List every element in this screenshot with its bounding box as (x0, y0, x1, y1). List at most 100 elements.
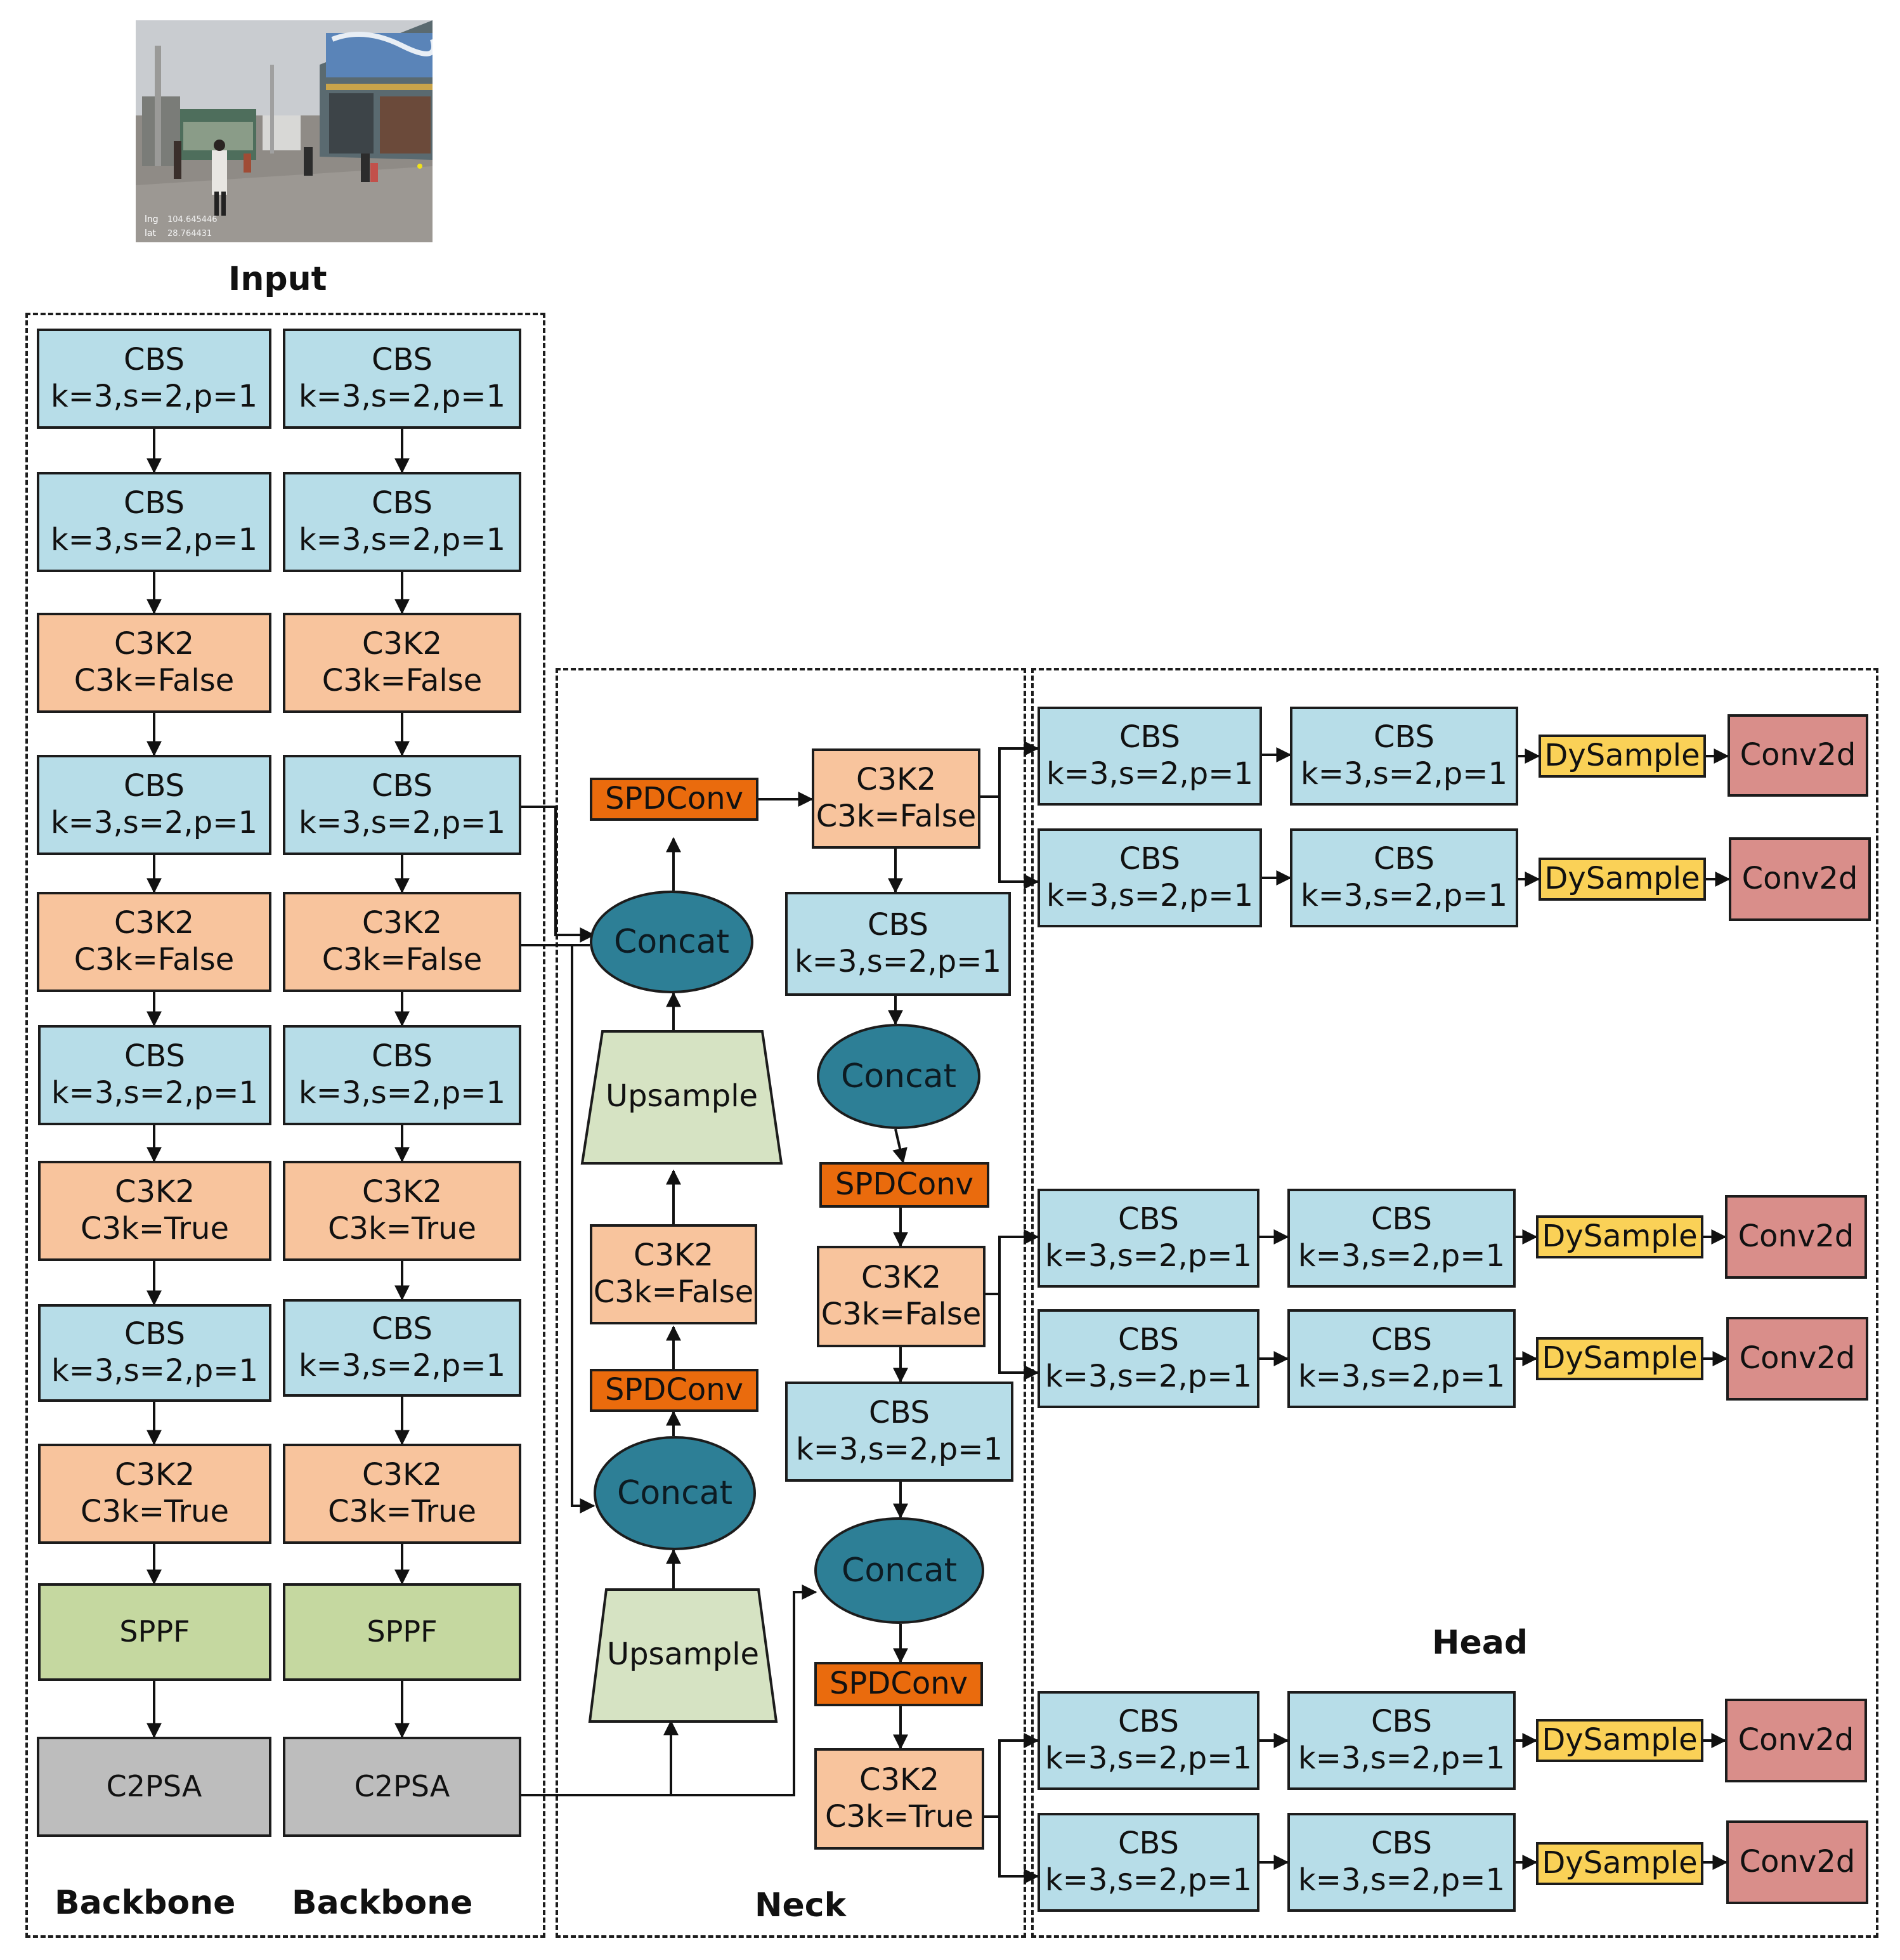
cbs-params: k=3,s=2,p=1 (50, 379, 258, 414)
neck-spdconv-4: SPDConv (814, 1662, 983, 1706)
cbs-params: k=3,s=2,p=1 (298, 1075, 506, 1111)
cbs-params: k=3,s=2,p=1 (50, 805, 258, 840)
head-label: Head (1432, 1624, 1528, 1662)
c3k2-title: C3K2 (859, 1762, 940, 1798)
lat-overlay: lat (145, 228, 156, 238)
conv2d-label: Conv2d (1738, 1218, 1854, 1255)
cbs-title: CBS (371, 768, 433, 804)
c3k2-flag: C3k=True (327, 1211, 477, 1246)
c3k2-title: C3K2 (114, 626, 195, 662)
head-row3-dysample: DySample (1536, 1215, 1703, 1258)
c2psa-label: C2PSA (354, 1769, 450, 1804)
cbs-params: k=3,s=2,p=1 (298, 805, 506, 840)
upsample-label-2: Upsample (606, 1637, 760, 1672)
cbs-params: k=3,s=2,p=1 (795, 1432, 1003, 1467)
backbone2-c2psa: C2PSA (283, 1737, 521, 1837)
cbs-params: k=3,s=2,p=1 (794, 944, 1002, 979)
c3k2-flag: C3k=False (74, 942, 235, 977)
conv2d-label: Conv2d (1738, 1722, 1854, 1758)
cbs-params: k=3,s=2,p=1 (298, 522, 506, 558)
lng-overlay: lng (145, 214, 159, 225)
neck-concat-3: Concat (817, 1024, 980, 1129)
conv2d-label: Conv2d (1739, 1340, 1856, 1376)
neck-spdconv-1: SPDConv (590, 778, 758, 821)
cbs-title: CBS (1119, 841, 1181, 877)
concat-label: Concat (841, 1057, 956, 1095)
input-image: lng 104.645446 lat 28.764431 (136, 20, 433, 242)
c3k2-title: C3K2 (856, 762, 937, 798)
backbone-section (25, 313, 545, 1938)
c3k2-flag: C3k=False (322, 663, 483, 698)
spdconv-label: SPDConv (604, 1372, 744, 1408)
cbs-title: CBS (123, 768, 185, 804)
head-row1-conv2d: Conv2d (1728, 714, 1868, 797)
head-row1-dysample: DySample (1539, 735, 1706, 778)
neck-spdconv-3: SPDConv (819, 1162, 989, 1208)
cbs-params: k=3,s=2,p=1 (1044, 1741, 1253, 1776)
head-row4-dysample: DySample (1536, 1337, 1703, 1380)
neck-concat-4: Concat (814, 1517, 984, 1624)
c3k2-title: C3K2 (114, 905, 195, 941)
head-row3-conv2d: Conv2d (1725, 1195, 1867, 1279)
cbs-params: k=3,s=2,p=1 (51, 1075, 259, 1111)
cbs-title: CBS (867, 907, 929, 943)
cbs-title: CBS (1370, 1704, 1433, 1740)
head-row4-conv2d: Conv2d (1726, 1317, 1868, 1401)
cbs-params: k=3,s=2,p=1 (1046, 756, 1254, 792)
neck-spdconv-2: SPDConv (590, 1369, 758, 1412)
cbs-title: CBS (1117, 1826, 1180, 1862)
c3k2-title: C3K2 (114, 1457, 195, 1493)
cbs-title: CBS (371, 1038, 433, 1075)
conv2d-label: Conv2d (1740, 737, 1856, 773)
dysample-label: DySample (1544, 738, 1700, 774)
sppf-label: SPPF (367, 1614, 438, 1649)
cbs-params: k=3,s=2,p=1 (298, 379, 506, 414)
c3k2-flag: C3k=True (327, 1494, 477, 1529)
c3k2-flag: C3k=False (322, 942, 483, 977)
cbs-params: k=3,s=2,p=1 (1044, 1238, 1253, 1274)
cbs-params: k=3,s=2,p=1 (298, 1348, 506, 1383)
cbs-params: k=3,s=2,p=1 (1046, 878, 1254, 913)
neck-label: Neck (755, 1886, 847, 1924)
neck-concat-1: Concat (590, 891, 753, 993)
dysample-label: DySample (1542, 1340, 1698, 1376)
cbs-params: k=3,s=2,p=1 (1044, 1359, 1253, 1394)
dysample-label: DySample (1542, 1845, 1698, 1881)
c3k2-flag: C3k=False (821, 1297, 982, 1332)
cbs-title: CBS (1119, 719, 1181, 755)
cbs-title: CBS (371, 1311, 433, 1347)
spdconv-label: SPDConv (835, 1166, 974, 1203)
input-label: Input (228, 260, 327, 298)
dysample-label: DySample (1544, 861, 1700, 897)
concat-label: Concat (614, 923, 729, 961)
c3k2-title: C3K2 (861, 1260, 942, 1296)
c3k2-flag: C3k=False (593, 1274, 754, 1310)
street-scene-illustration: lng 104.645446 lat 28.764431 (136, 20, 433, 242)
neck-concat-2: Concat (594, 1436, 756, 1550)
backbone-label-2: Backbone (292, 1884, 473, 1922)
head-section (1031, 668, 1878, 1938)
